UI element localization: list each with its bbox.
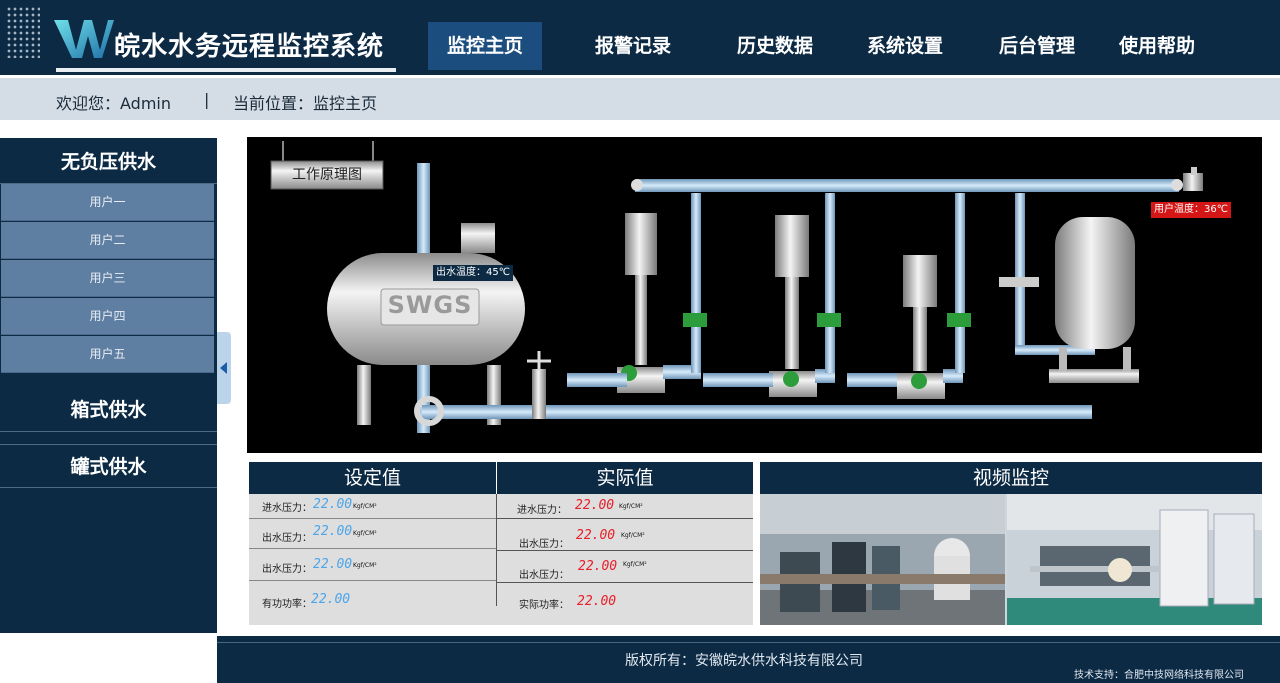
row-divider: [249, 518, 496, 519]
actual-value: 22.00: [577, 594, 617, 609]
setpoint-label: 出水压力：: [262, 564, 312, 575]
welcome-text: 欢迎您：Admin: [56, 94, 171, 113]
unit-label: Kgf/CM²: [621, 532, 645, 539]
actual-header: 实际值: [497, 462, 753, 494]
sidebar-item-user-5[interactable]: 用户五: [1, 336, 214, 373]
actual-value: 22.00: [576, 528, 616, 543]
video-feed[interactable]: [760, 494, 1262, 625]
tank-label: SWGS: [387, 291, 473, 319]
sidebar-group-box-supply[interactable]: 箱式供水: [0, 388, 217, 432]
nav-system-settings[interactable]: 系统设置: [866, 35, 943, 57]
nav-alarm-records[interactable]: 报警记录: [594, 35, 671, 57]
sign-plate: [270, 160, 384, 190]
setpoint-value: 22.00: [313, 557, 353, 572]
chevron-left-icon: [220, 362, 227, 374]
sidebar-collapse-toggle[interactable]: [217, 332, 231, 404]
sidebar-item-user-4[interactable]: 用户四: [1, 298, 214, 335]
copyright-text: 版权所有：安徽皖水供水科技有限公司: [625, 653, 863, 669]
nav-home[interactable]: 监控主页: [428, 22, 542, 70]
unit-label: Kgf/CM²: [353, 562, 377, 569]
footer: 版权所有：安徽皖水供水科技有限公司 技术支持：合肥中技网络科技有限公司: [217, 633, 1280, 683]
logo-icon: [54, 20, 114, 58]
tank-label-plate: [380, 288, 480, 326]
nav-admin[interactable]: 后台管理: [998, 35, 1075, 57]
status-bar: 欢迎您：Admin | 当前位置：监控主页: [0, 78, 1280, 120]
actual-label: 出水压力：: [519, 539, 569, 550]
dot-grid-decoration: [6, 6, 40, 58]
tech-support-text: 技术支持：合肥中技网络科技有限公司: [1074, 670, 1244, 681]
row-divider: [249, 548, 496, 549]
setpoint-header: 设定值: [249, 462, 496, 494]
title-underline: [56, 68, 396, 72]
diagram-sign-text: 工作原理图: [292, 167, 362, 183]
outlet-temp-badge: 出水温度：45℃: [433, 265, 513, 281]
app-title: 皖水水务远程监控系统: [114, 32, 385, 62]
footer-divider: [217, 642, 1280, 643]
unit-label: Kgf/CM²: [353, 503, 377, 510]
column-divider: [496, 494, 497, 606]
row-divider: [497, 582, 753, 583]
unit-label: Kgf/CM²: [619, 503, 643, 510]
video-frame: [760, 494, 1262, 625]
sidebar-item-user-3[interactable]: 用户三: [1, 260, 214, 297]
principle-diagram: 工作原理图 SWGS 出水温度：45℃ 用户温度：36℃: [247, 137, 1262, 453]
sidebar-item-user-1[interactable]: 用户一: [1, 184, 214, 221]
readings-panel: 进水压力： 22.00 Kgf/CM² 出水压力： 22.00 Kgf/CM² …: [249, 494, 753, 625]
setpoint-label: 进水压力：: [262, 503, 312, 514]
actual-value: 22.00: [575, 498, 615, 513]
nav-history-data[interactable]: 历史数据: [736, 35, 813, 57]
video-header: 视频监控: [760, 462, 1262, 494]
sidebar-group-tank-supply[interactable]: 罐式供水: [0, 444, 217, 488]
setpoint-label: 有功功率：: [262, 599, 312, 610]
unit-label: Kgf/CM²: [623, 561, 647, 568]
setpoint-label: 出水压力：: [262, 533, 312, 544]
sidebar-group-no-negative-pressure[interactable]: 无负压供水: [0, 140, 217, 184]
row-divider: [497, 550, 753, 551]
actual-value: 22.00: [578, 559, 618, 574]
row-divider: [497, 518, 753, 519]
unit-label: Kgf/CM²: [353, 530, 377, 537]
actual-label: 出水压力：: [519, 570, 569, 581]
actual-label: 进水压力：: [517, 505, 567, 516]
sidebar: 无负压供水 用户一 用户二 用户三 用户四 用户五 箱式供水 罐式供水: [0, 138, 217, 633]
breadcrumb: 当前位置：监控主页: [233, 94, 378, 113]
nav-help[interactable]: 使用帮助: [1118, 35, 1195, 57]
setpoint-value: 22.00: [311, 592, 351, 607]
setpoint-value: 22.00: [313, 497, 353, 512]
actual-label: 实际功率：: [519, 600, 569, 611]
sidebar-item-user-2[interactable]: 用户二: [1, 222, 214, 259]
user-temp-badge: 用户温度：36℃: [1151, 202, 1231, 218]
setpoint-value: 22.00: [313, 524, 353, 539]
header: 皖水水务远程监控系统 监控主页 报警记录 历史数据 系统设置 后台管理 使用帮助: [0, 0, 1280, 75]
separator: |: [204, 90, 210, 109]
pump-system-schematic: [270, 141, 1203, 433]
row-divider: [249, 580, 496, 581]
